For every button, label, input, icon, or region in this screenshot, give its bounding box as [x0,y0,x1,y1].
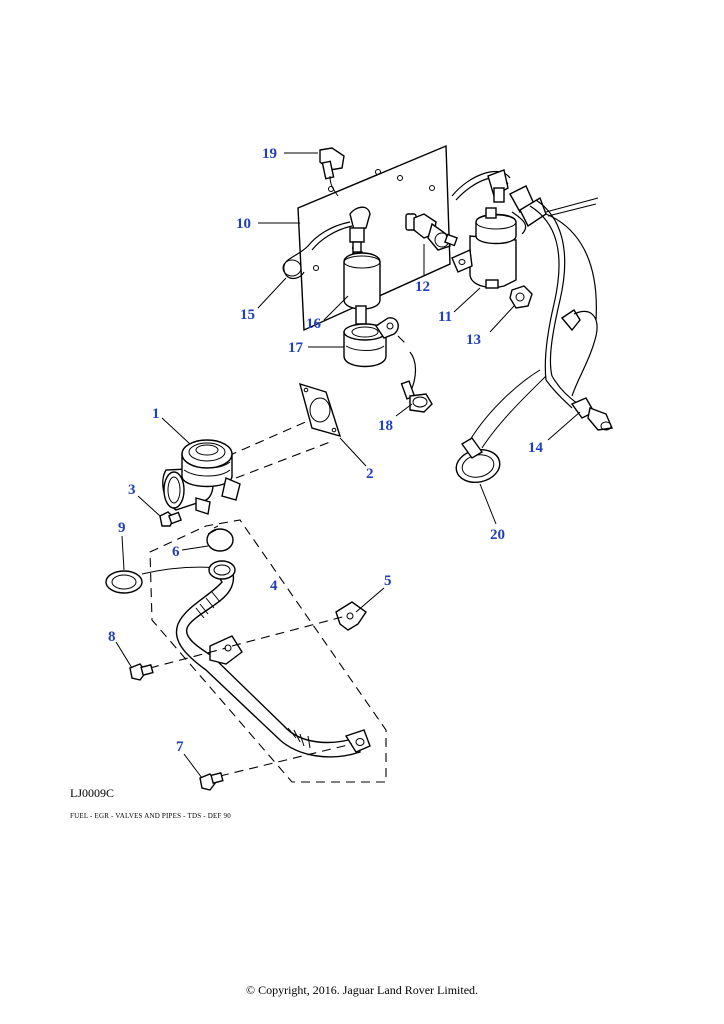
egr-valve[interactable] [162,439,241,515]
callout-9: 9 [118,520,126,536]
pipe-bolt-lower[interactable] [199,771,224,791]
clip-guide-line-2 [469,369,541,441]
bolt-8-alignment-line [149,647,227,669]
callout-numbers: 1 2 3 4 5 6 7 8 9 10 11 12 13 14 15 16 1… [108,146,544,755]
leader-lines [115,152,581,779]
callout-10: 10 [236,216,251,232]
vacuum-filter[interactable] [343,251,381,325]
callout-3: 3 [128,482,136,498]
callout-7: 7 [176,739,184,755]
vacuum-hose-loop[interactable] [282,221,353,280]
bolt-7-alignment-line [219,743,353,777]
valve-gasket-alignment-1 [227,419,311,457]
fixing-guide-line [409,351,417,389]
hose-clip[interactable] [453,437,503,486]
diagram-caption: FUEL - EGR - VALVES AND PIPES - TDS - DE… [70,812,231,820]
filter-holder-fixing-line [397,335,409,347]
clip-guide-line [481,375,547,449]
egr-gasket[interactable] [298,382,342,438]
callout-14: 14 [528,440,544,456]
flange-nut[interactable] [509,285,533,309]
callout-13: 13 [466,332,481,348]
pipe-gasket[interactable] [206,525,234,552]
egr-modulator-valve[interactable] [451,207,517,289]
vacuum-hoses[interactable] [451,169,598,409]
callout-1: 1 [152,406,160,422]
pipe-assembly-outline [149,519,387,783]
valve-gasket-alignment-2 [235,441,331,479]
copyright-notice: © Copyright, 2016. Jaguar Land Rover Lim… [245,983,479,997]
egr-pipe[interactable] [175,560,371,758]
callout-19: 19 [262,146,277,162]
valve-bolt[interactable] [159,511,182,527]
harness-guide-upper [545,197,599,213]
callout-17: 17 [288,340,304,356]
callout-8: 8 [108,629,116,645]
callout-6: 6 [172,544,180,560]
o-ring[interactable] [105,570,143,594]
filter-holder[interactable] [343,317,399,368]
pipe-bracket[interactable] [335,601,367,631]
callout-18: 18 [378,418,393,434]
flange-bolt[interactable] [400,380,433,413]
vacuum-connector[interactable] [405,213,458,251]
callout-2: 2 [366,466,374,482]
callout-12: 12 [415,279,430,295]
harness-guide-lower [547,203,597,217]
callout-5: 5 [384,573,392,589]
callout-20: 20 [490,527,505,543]
bolt-guide-line [329,175,339,197]
callout-11: 11 [438,309,452,325]
plate-bolt[interactable] [319,147,345,180]
diagram-reference-code: LJ0009C [70,786,115,800]
bracket-alignment-line [231,615,347,647]
pipe-bolt-upper[interactable] [129,663,154,681]
callout-16: 16 [306,316,322,332]
callout-15: 15 [240,307,255,323]
o-ring-guide-line [141,566,221,575]
callout-4: 4 [270,578,278,594]
